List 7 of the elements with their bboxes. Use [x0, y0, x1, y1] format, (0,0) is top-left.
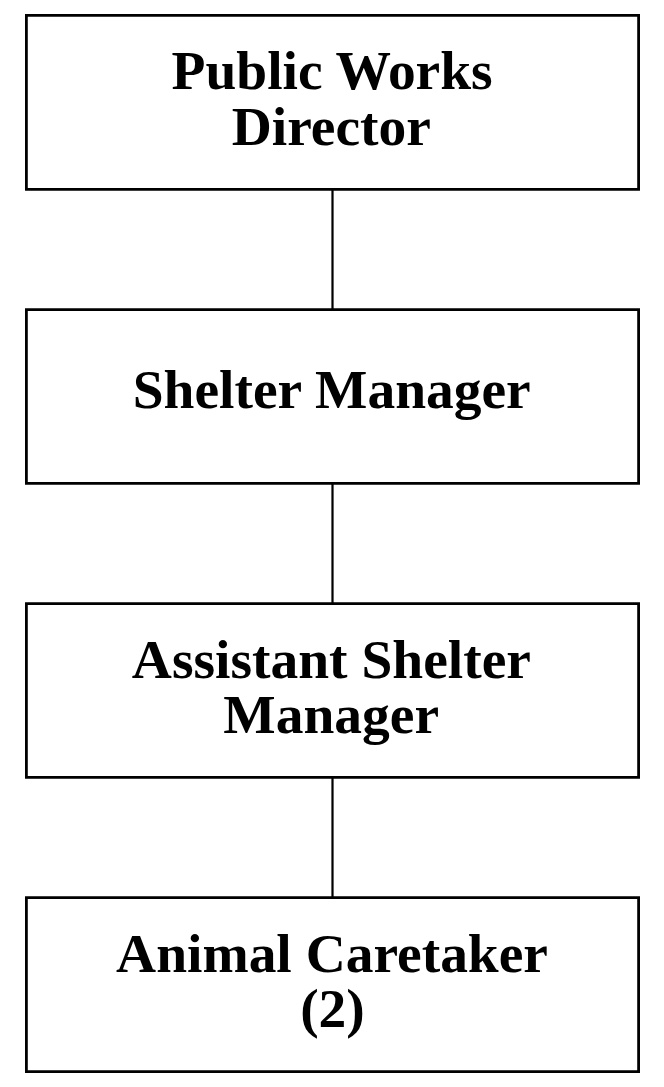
- node-box: Shelter Manager: [24, 308, 640, 485]
- node-box: Animal Caretaker (2): [24, 896, 640, 1073]
- node-box: Public Works Director: [24, 14, 640, 191]
- connector: [330, 189, 334, 310]
- node-box: Assistant Shelter Manager: [24, 602, 640, 779]
- connector: [330, 777, 334, 898]
- connector: [330, 483, 334, 604]
